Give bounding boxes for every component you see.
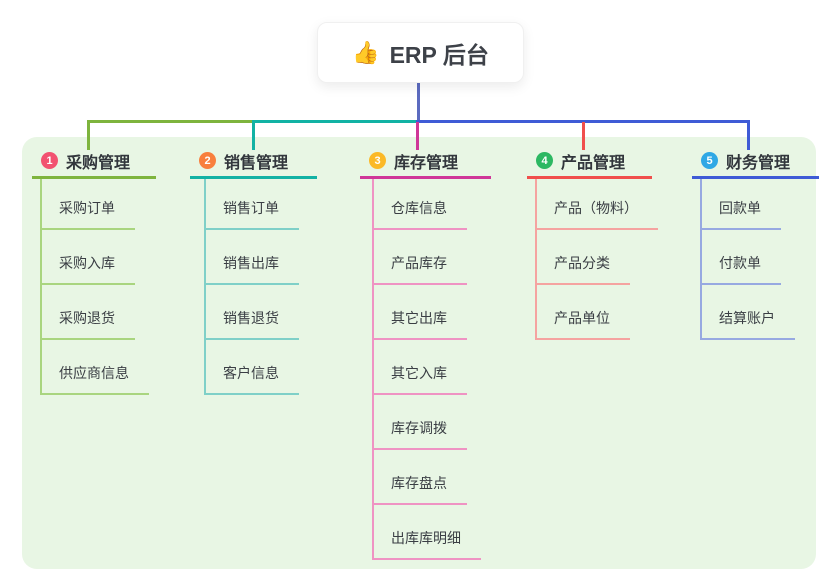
tree-node[interactable]: 采购入库 <box>42 230 135 285</box>
branch-label: 产品管理 <box>561 154 626 172</box>
connector-drop-sales <box>252 120 255 150</box>
tree-node[interactable]: 采购订单 <box>42 179 135 230</box>
branch-sales-children: 销售订单 销售出库 销售退货 客户信息 <box>204 179 299 395</box>
branch-label: 采购管理 <box>66 154 131 172</box>
branch-product-management[interactable]: 4 产品管理 <box>527 145 652 179</box>
branch-number-badge: 1 <box>41 152 58 169</box>
tree-node[interactable]: 其它入库 <box>374 340 467 395</box>
branch-finance-management[interactable]: 5 财务管理 <box>692 145 819 179</box>
connector-drop-purchase <box>87 120 90 150</box>
branch-label: 财务管理 <box>726 154 791 172</box>
branch-purchase-management[interactable]: 1 采购管理 <box>32 145 156 179</box>
connector-drop-inventory <box>416 122 419 150</box>
connector-horizontal-purchase <box>87 120 254 123</box>
branch-inventory-children: 仓库信息 产品库存 其它出库 其它入库 库存调拨 库存盘点 出库库明细 <box>372 179 481 560</box>
branch-product-children: 产品（物料） 产品分类 产品单位 <box>535 179 658 340</box>
tree-node[interactable]: 仓库信息 <box>374 179 467 230</box>
branches-panel <box>22 137 816 569</box>
connector-drop-finance <box>747 120 750 150</box>
tree-node[interactable]: 结算账户 <box>702 285 795 340</box>
connector-drop-product <box>582 122 585 150</box>
tree-node[interactable]: 采购退货 <box>42 285 135 340</box>
branch-sales-management[interactable]: 2 销售管理 <box>190 145 317 179</box>
branch-purchase-children: 采购订单 采购入库 采购退货 供应商信息 <box>40 179 149 395</box>
connector-root-stem <box>417 80 420 121</box>
tree-node[interactable]: 产品库存 <box>374 230 467 285</box>
tree-node[interactable]: 产品单位 <box>537 285 630 340</box>
tree-node[interactable]: 产品（物料） <box>537 179 658 230</box>
thumbs-up-icon: 👍 <box>352 39 380 65</box>
branch-number-badge: 2 <box>199 152 216 169</box>
connector-horizontal-sales <box>252 120 416 123</box>
tree-node[interactable]: 回款单 <box>702 179 781 230</box>
tree-node[interactable]: 销售订单 <box>206 179 299 230</box>
tree-node[interactable]: 其它出库 <box>374 285 467 340</box>
branch-number-badge: 5 <box>701 152 718 169</box>
tree-node[interactable]: 销售退货 <box>206 285 299 340</box>
tree-node[interactable]: 库存盘点 <box>374 450 467 505</box>
tree-node[interactable]: 客户信息 <box>206 340 299 395</box>
branch-finance-children: 回款单 付款单 结算账户 <box>700 179 795 340</box>
branch-number-badge: 4 <box>536 152 553 169</box>
connector-horizontal-finance <box>416 120 750 123</box>
tree-node[interactable]: 产品分类 <box>537 230 630 285</box>
tree-node[interactable]: 供应商信息 <box>42 340 149 395</box>
root-node[interactable]: 👍 ERP 后台 <box>317 22 524 83</box>
branch-inventory-management[interactable]: 3 库存管理 <box>360 145 491 179</box>
tree-node[interactable]: 销售出库 <box>206 230 299 285</box>
tree-node[interactable]: 出库库明细 <box>374 505 481 560</box>
root-node-label: ERP 后台 <box>389 41 489 68</box>
branch-label: 库存管理 <box>394 154 459 172</box>
tree-node[interactable]: 付款单 <box>702 230 781 285</box>
tree-node[interactable]: 库存调拨 <box>374 395 467 450</box>
branch-label: 销售管理 <box>224 154 289 172</box>
branch-number-badge: 3 <box>369 152 386 169</box>
